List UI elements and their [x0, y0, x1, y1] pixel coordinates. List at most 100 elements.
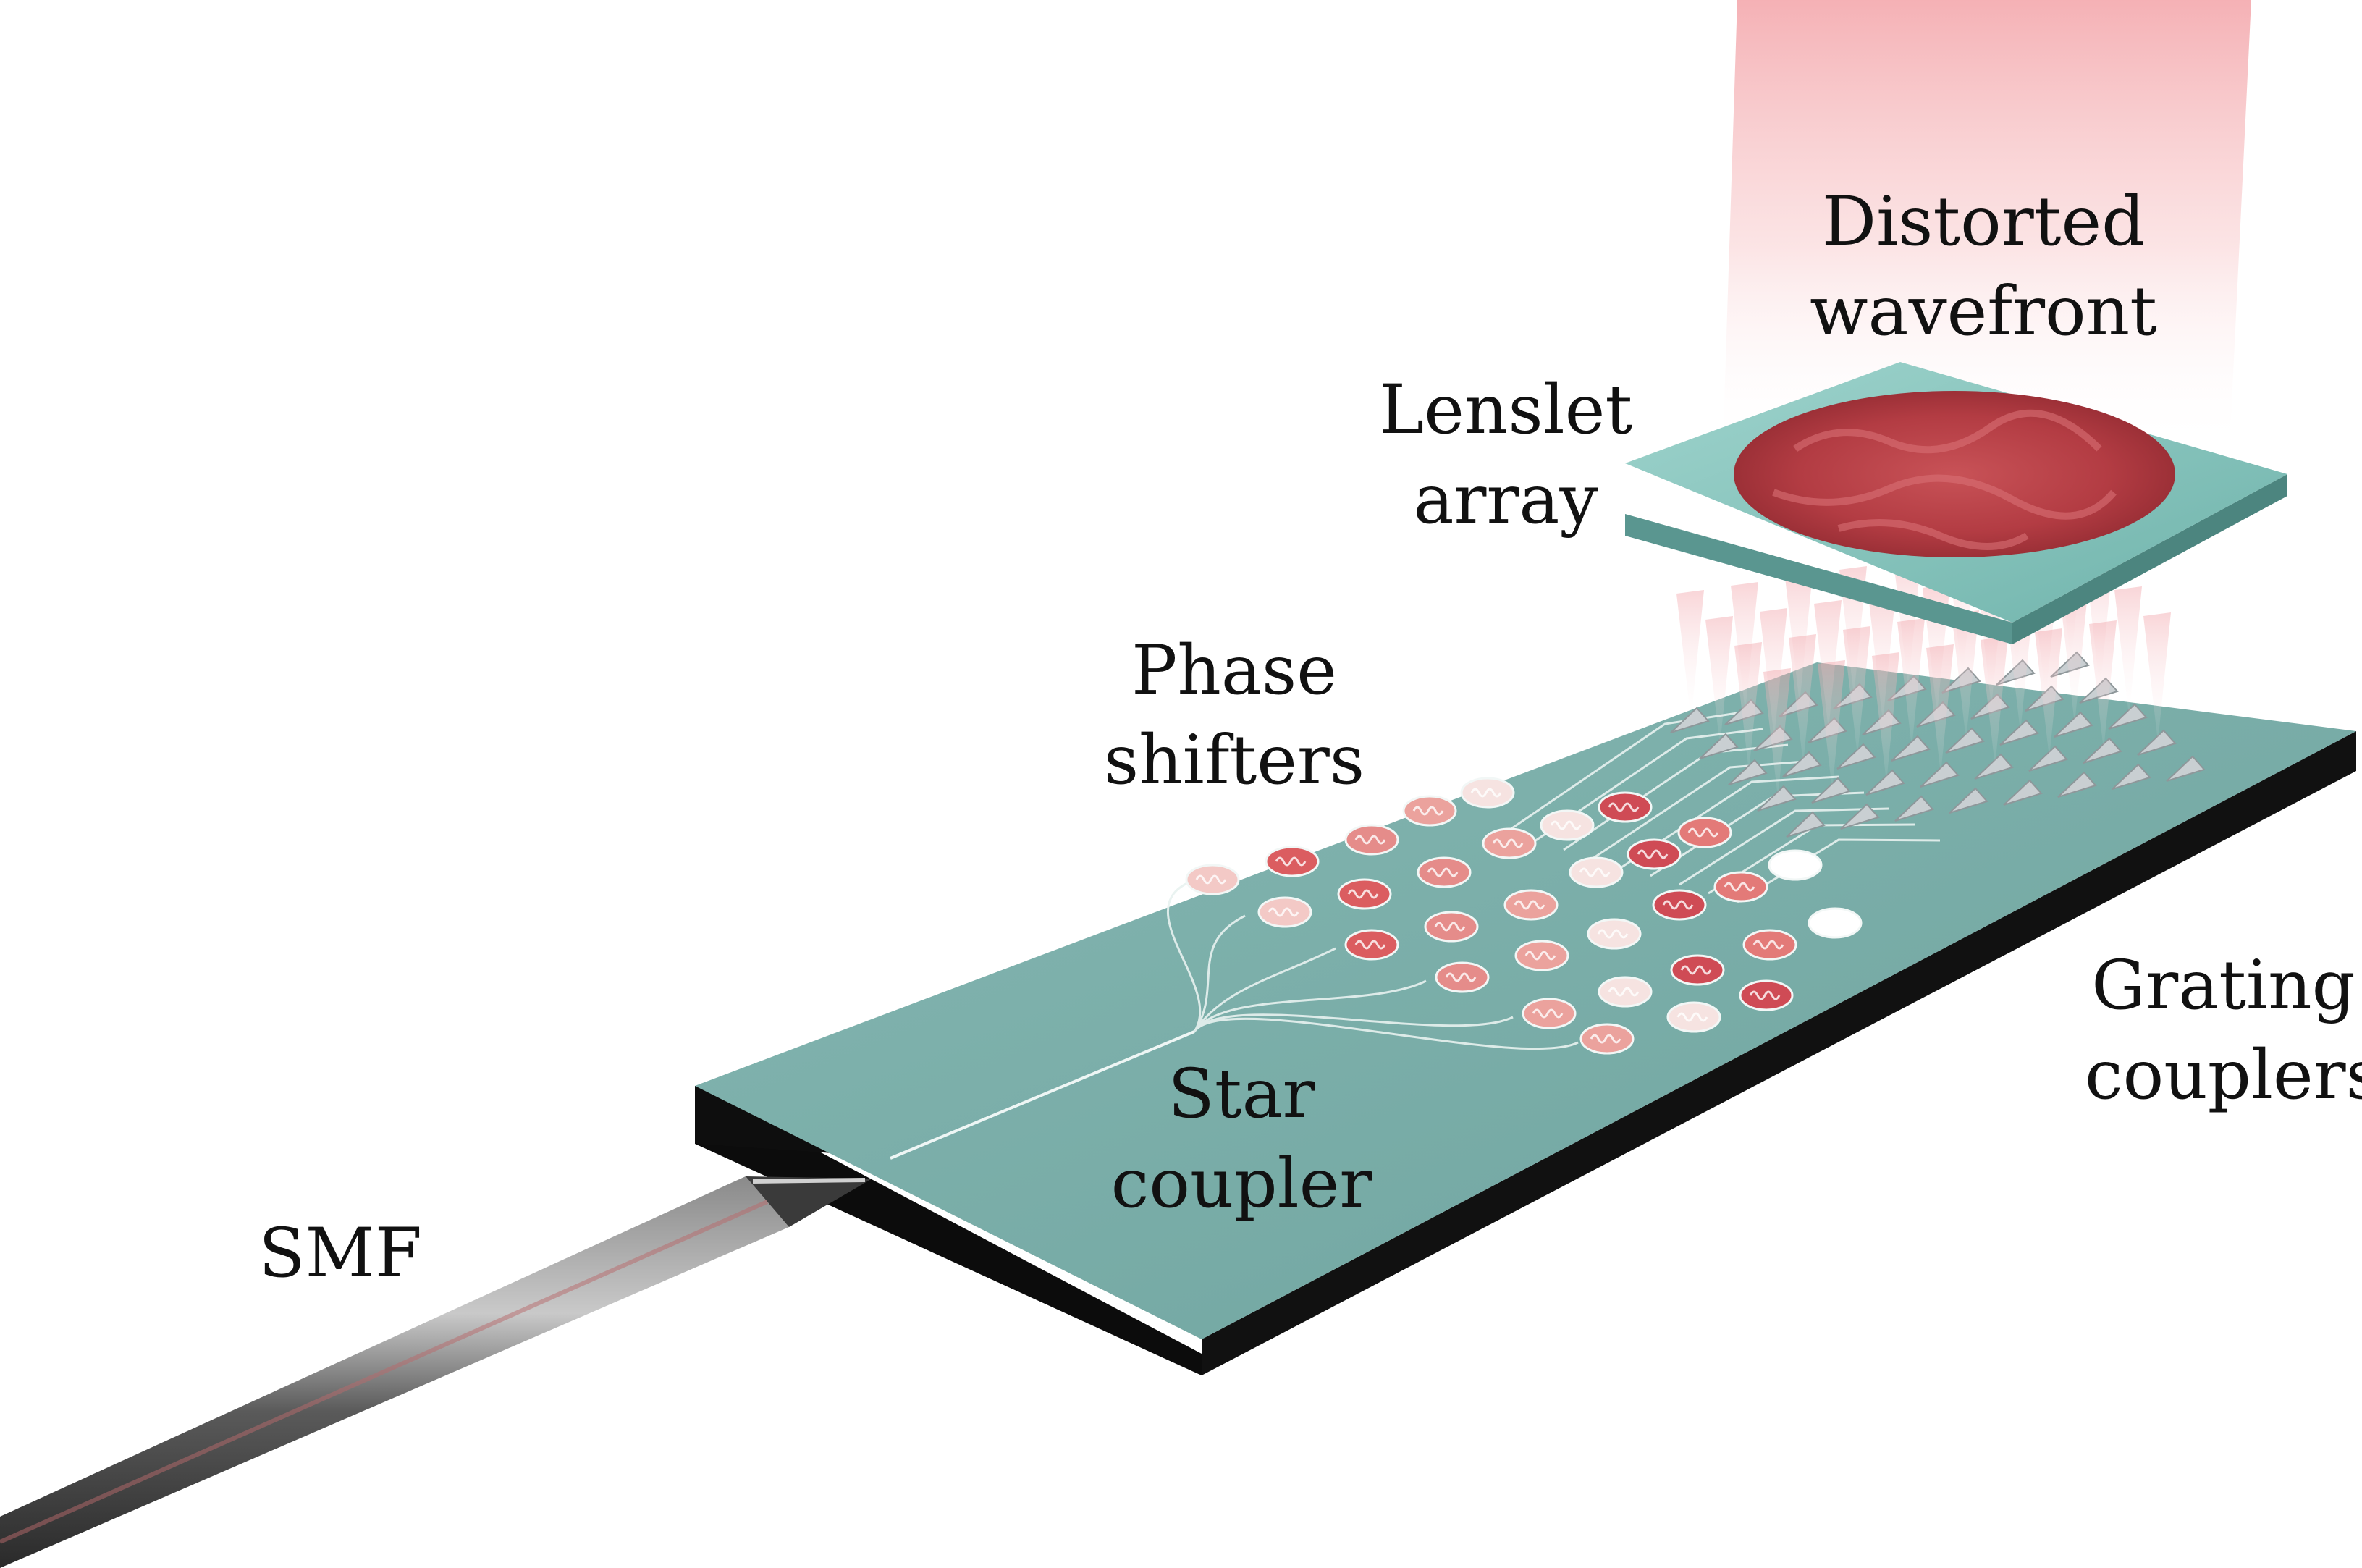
phase-shifter — [1257, 896, 1312, 928]
label-distorted-wavefront: Distorted wavefront — [1810, 177, 2157, 357]
lenslet-bottom-side — [1625, 514, 2012, 644]
focused-beam — [2114, 586, 2142, 716]
phase-shifter — [1337, 878, 1392, 910]
focused-beam — [2060, 594, 2088, 724]
grating-coupler — [1757, 785, 1797, 812]
lenslet-right-side — [2012, 474, 2287, 644]
label-lenslet-array-line1: Lenslet — [1378, 371, 1633, 450]
grating-coupler — [2028, 745, 2068, 772]
grating-coupler — [2137, 729, 2177, 756]
grating-coupler — [2054, 711, 2093, 738]
phase-shifter — [1666, 1001, 1721, 1033]
grating-coupler — [1974, 753, 2014, 780]
grating-coupler — [1920, 761, 1960, 788]
grating-coupler — [1999, 719, 2039, 746]
fiber-body — [0, 1176, 789, 1568]
phase-shifter — [1768, 849, 1823, 881]
incoming-light-beam — [1723, 0, 2251, 449]
grating-coupler — [2083, 737, 2122, 764]
photonic-chip — [695, 662, 2356, 1375]
single-mode-fiber — [0, 1176, 872, 1568]
label-grating-couplers: Grating couplers — [2085, 941, 2362, 1121]
phase-shifter — [1677, 817, 1732, 848]
label-phase-shifters: Phase shifters — [1086, 626, 1383, 806]
phase-shifter — [1435, 961, 1490, 993]
grating-coupler — [1949, 787, 1988, 814]
phase-shifter — [1514, 940, 1569, 971]
label-star-coupler-line2: coupler — [1110, 1145, 1372, 1223]
grating-coupler — [1865, 769, 1905, 796]
grating-coupler — [1840, 803, 1880, 830]
chip-top-surface — [695, 662, 2356, 1339]
grating-coupler — [1891, 735, 1931, 762]
grating-coupler — [1699, 733, 1739, 759]
grating-coupler — [1670, 707, 1710, 733]
label-star-coupler-line1: Star — [1168, 1055, 1315, 1134]
phase-shifter — [1742, 929, 1797, 961]
label-star-coupler: Star coupler — [1097, 1050, 1386, 1229]
phase-shifter — [1522, 998, 1577, 1029]
grating-coupler — [2112, 763, 2151, 790]
focused-beam — [2089, 620, 2117, 750]
phase-shifter — [1344, 929, 1399, 961]
phase-shifter — [1540, 809, 1595, 841]
label-phase-shifters-line1: Phase — [1131, 631, 1337, 710]
focused-beam — [1818, 660, 1845, 790]
phase-shifter — [1579, 1023, 1635, 1055]
grating-coupler — [2108, 703, 2148, 730]
phase-shifter — [1402, 795, 1457, 827]
phase-shifter — [1424, 911, 1479, 943]
label-smf-text: SMF — [258, 1214, 422, 1293]
phase-shifter — [1627, 838, 1682, 870]
wavefront-texture — [1772, 409, 2117, 550]
label-distorted-wavefront-line1: Distorted — [1821, 182, 2146, 261]
label-grating-couplers-line1: Grating — [2091, 946, 2355, 1025]
focused-beam — [1676, 590, 1704, 720]
focused-beam — [1952, 610, 1979, 740]
focused-beam — [1734, 642, 1762, 772]
phase-shifter-array — [1185, 777, 1863, 1055]
phase-shifter — [1587, 918, 1642, 950]
focused-beam — [1789, 634, 1816, 764]
grating-coupler — [2057, 771, 2097, 798]
focused-beam — [2143, 612, 2171, 742]
phase-shifter — [1739, 979, 1794, 1011]
phase-shifter — [1670, 954, 1725, 986]
phase-shifter — [1808, 907, 1863, 939]
phase-shifter — [1482, 827, 1537, 859]
label-grating-couplers-line2: couplers — [2085, 1036, 2362, 1115]
phase-shifter — [1344, 824, 1399, 856]
fiber-tip — [746, 1176, 872, 1227]
focused-beam — [1843, 626, 1870, 756]
phase-shifter — [1598, 791, 1653, 823]
grating-coupler — [1782, 751, 1822, 777]
label-phase-shifters-line2: shifters — [1103, 721, 1365, 800]
star-coupler — [890, 1030, 1195, 1160]
focused-beam — [1897, 618, 1925, 748]
chip-front-side — [695, 1086, 1202, 1375]
focused-beam — [2035, 628, 2062, 758]
lenslet-array — [1625, 362, 2287, 644]
distorted-wavefront-disk — [1734, 391, 2175, 557]
grating-coupler — [1786, 811, 1826, 838]
label-smf: SMF — [239, 1209, 442, 1299]
focused-beam — [1705, 616, 1733, 746]
label-lenslet-array-line2: array — [1413, 460, 1598, 539]
focused-beam — [1763, 668, 1791, 798]
label-lenslet-array: Lenslet array — [1365, 366, 1647, 545]
grating-coupler — [1945, 727, 1985, 754]
grating-coupler — [1894, 795, 1934, 822]
grating-coupler — [1728, 759, 1768, 785]
phase-shifter — [1503, 889, 1559, 921]
phase-shifter — [1713, 871, 1768, 903]
phase-shifter — [1265, 846, 1320, 877]
chip-right-side — [1202, 731, 2356, 1375]
phase-shifter — [1569, 856, 1624, 888]
focused-beam — [1872, 652, 1899, 782]
focused-beam — [1926, 644, 1954, 774]
phase-shifter — [1460, 777, 1515, 809]
grating-coupler — [1811, 777, 1851, 804]
phase-shifter — [1185, 864, 1240, 895]
grating-coupler — [2166, 755, 2206, 782]
